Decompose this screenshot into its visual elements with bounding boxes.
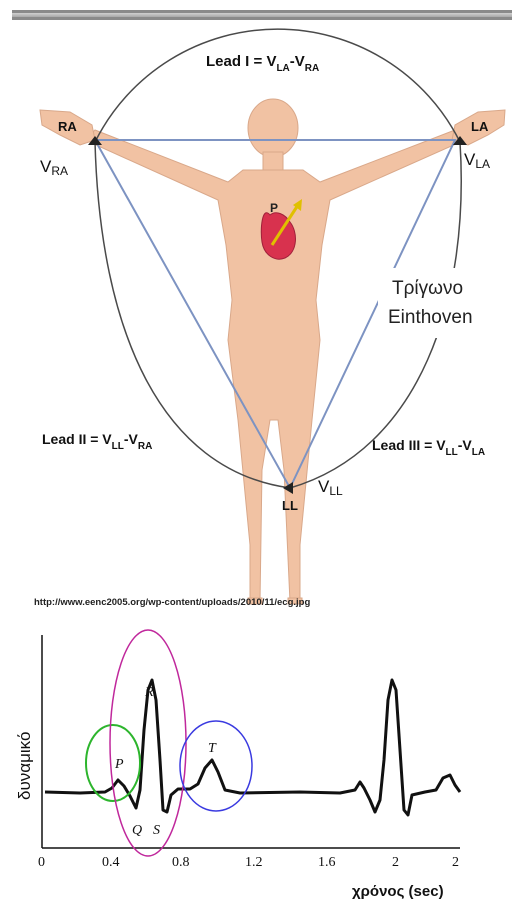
qrs-complex-highlight xyxy=(110,630,186,856)
tick-label: 1.2 xyxy=(245,855,263,870)
y-axis-label: δυναμικό xyxy=(15,732,34,800)
ecg-trace xyxy=(45,680,460,815)
t-wave-label: T xyxy=(208,741,217,756)
tick-label: 2 xyxy=(452,855,459,870)
s-wave-label: S xyxy=(153,823,160,838)
tick-label: 0.8 xyxy=(172,855,190,870)
tick-label: 2 xyxy=(392,855,399,870)
tick-label: 1.6 xyxy=(318,855,336,870)
r-wave-label: R xyxy=(144,685,154,700)
tick-label: 0 xyxy=(38,855,45,870)
p-wave-label: P xyxy=(114,757,124,772)
tick-label: 0.4 xyxy=(102,855,120,870)
x-axis-label: χρόνος (sec) xyxy=(352,883,444,900)
q-wave-label: Q xyxy=(132,823,142,838)
